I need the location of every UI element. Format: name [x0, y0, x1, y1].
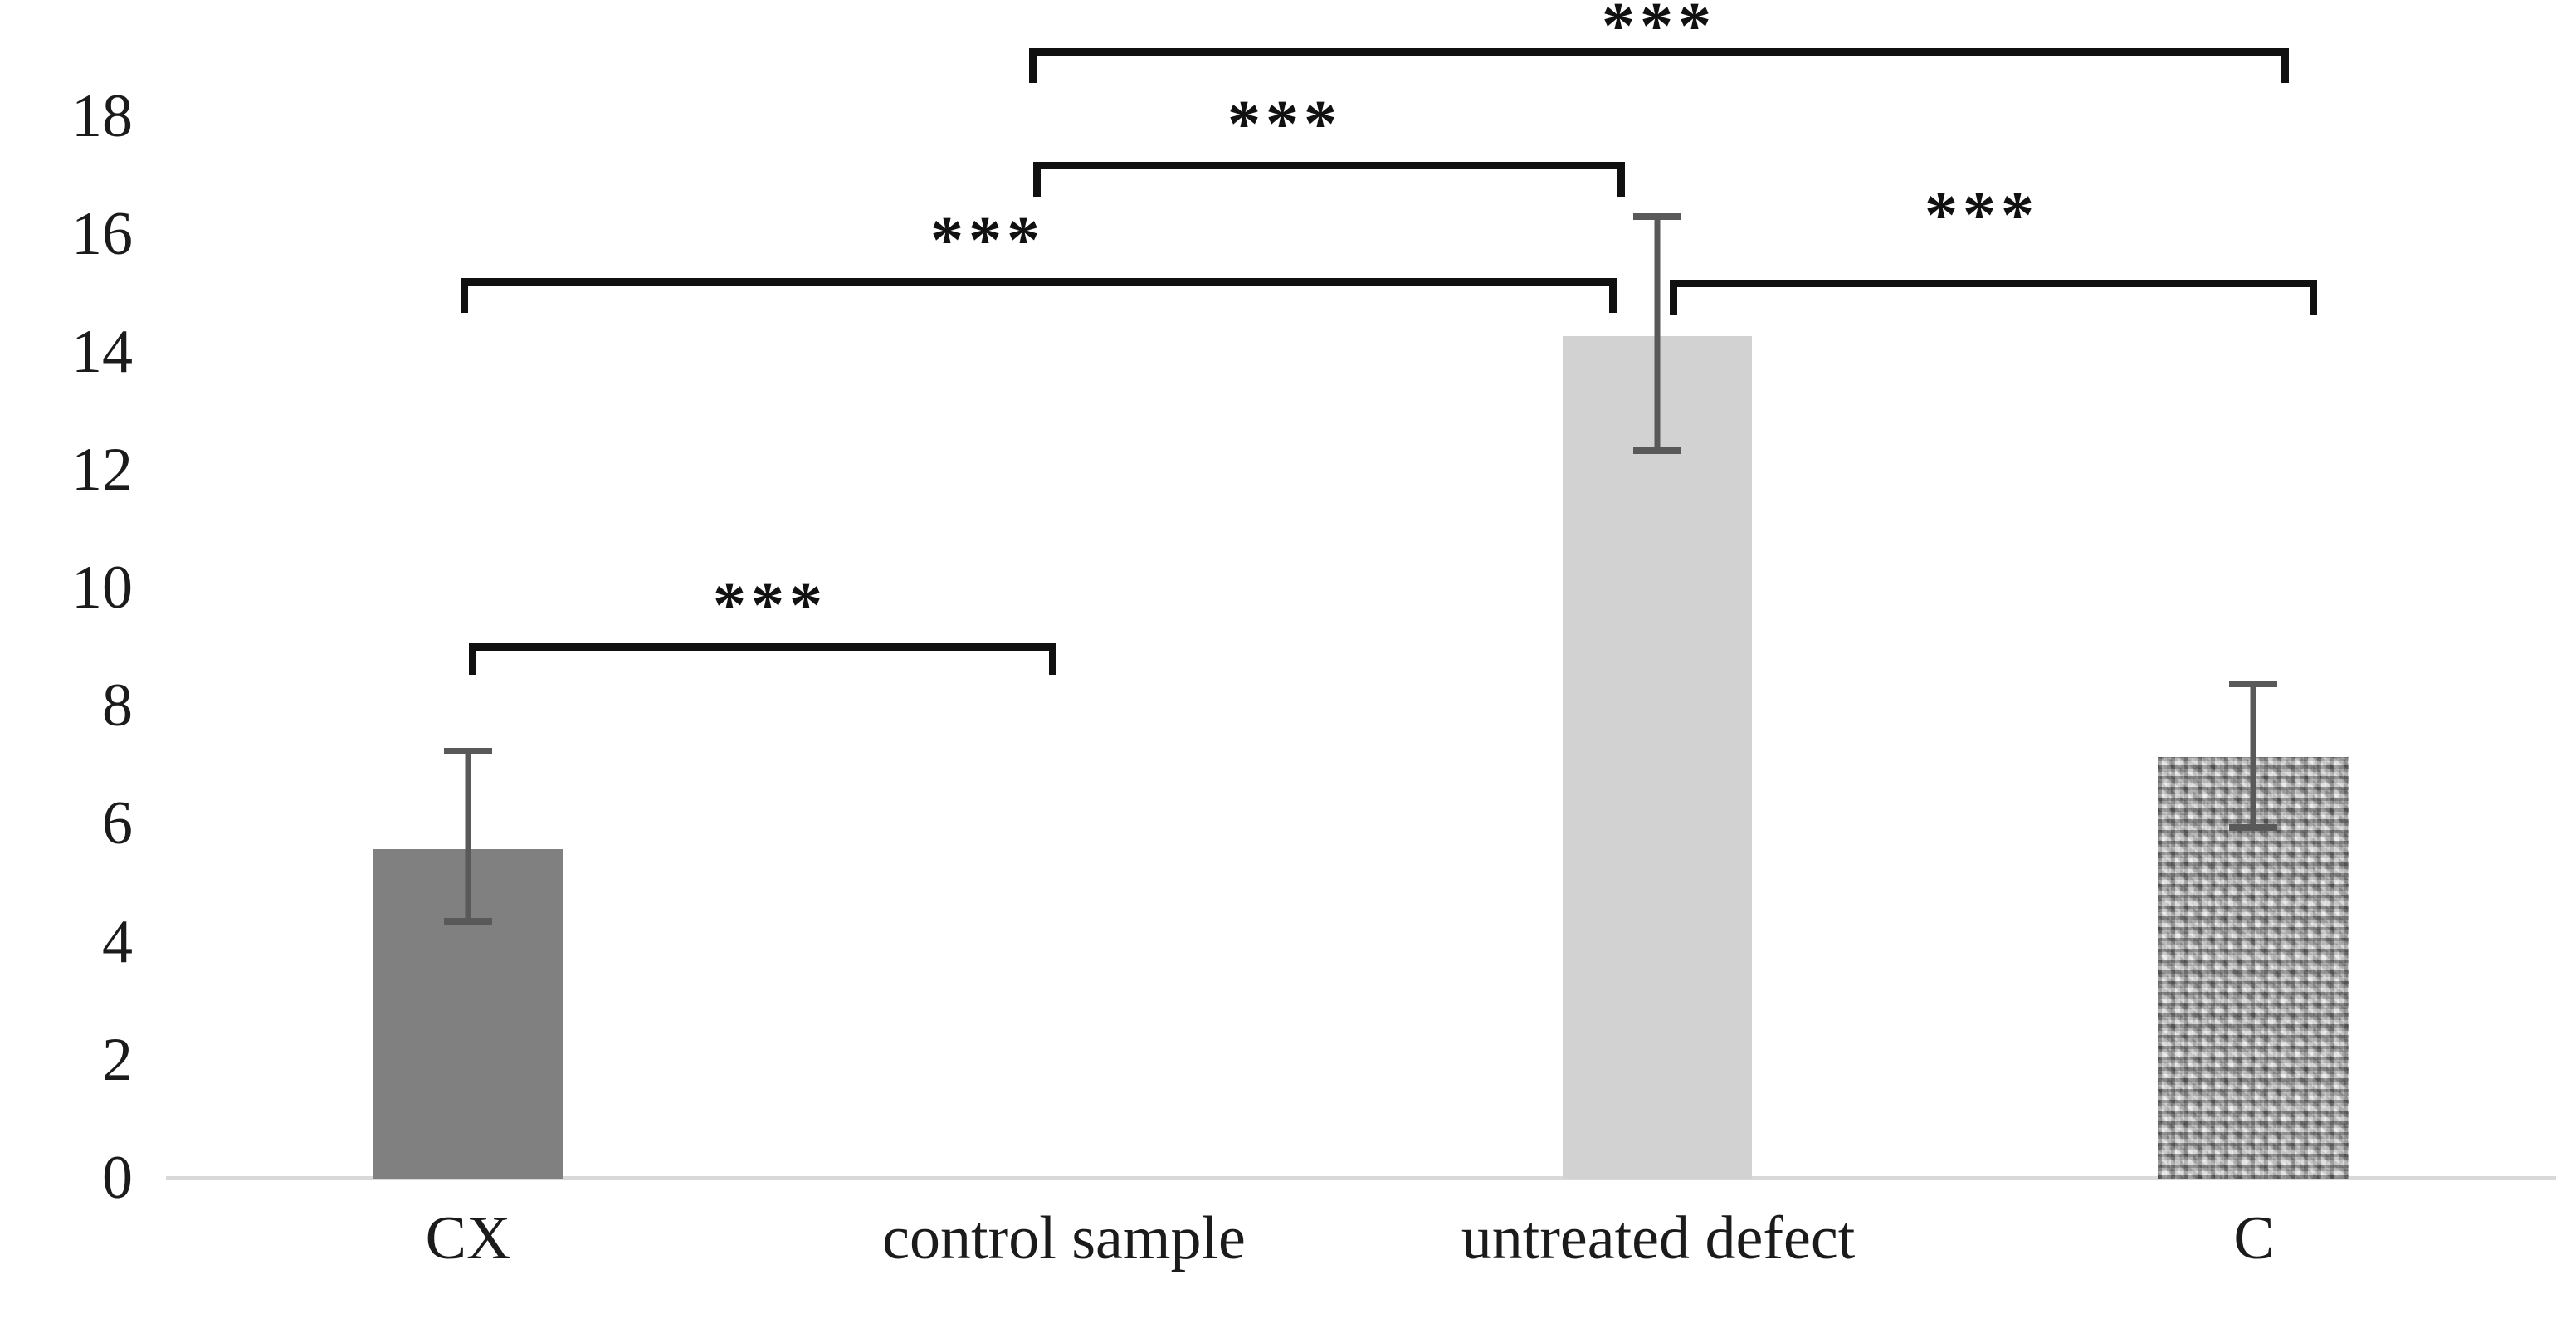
x-tick-label-cx: CX: [425, 1204, 511, 1272]
significance-stars-control-vs-untreated: ***: [1227, 88, 1342, 161]
bracket-tick-left: [1670, 280, 1677, 315]
bracket-tick-left: [1029, 48, 1037, 83]
bracket-tick-left: [1033, 162, 1041, 197]
bracket-line: [461, 278, 1617, 286]
bracket-tick-right: [1617, 162, 1625, 197]
y-tick-label-4: 4: [102, 908, 133, 976]
significance-bracket-control-vs-untreated: [1033, 162, 1625, 197]
y-tick-label-8: 8: [102, 671, 133, 740]
error-bar-cap-bottom: [2229, 824, 2277, 831]
y-tick-label-12: 12: [71, 436, 133, 504]
x-tick-label-untreated-defect: untreated defect: [1461, 1204, 1856, 1272]
bracket-tick-right: [1049, 643, 1056, 675]
y-tick-label-6: 6: [102, 789, 133, 857]
bracket-line: [1670, 280, 2317, 287]
error-bar-cap-top: [444, 748, 492, 754]
significance-stars-untreated-vs-c: ***: [1925, 179, 2039, 252]
bracket-tick-left: [461, 278, 468, 313]
x-tick-label-control-sample: control sample: [882, 1204, 1246, 1272]
x-tick-label-c: C: [2233, 1204, 2275, 1272]
bracket-line: [1033, 162, 1625, 169]
bracket-line: [469, 643, 1056, 651]
bracket-tick-right: [1609, 278, 1617, 313]
error-bar-cap-bottom: [1633, 447, 1681, 454]
error-bar-stem: [1654, 213, 1661, 454]
significance-stars-cx-vs-untreated: ***: [930, 204, 1045, 277]
bracket-tick-left: [469, 643, 476, 675]
error-bar-stem: [2250, 681, 2256, 831]
significance-stars-cx-vs-control: ***: [713, 569, 827, 642]
y-tick-label-16: 16: [71, 200, 133, 268]
y-tick-label-10: 10: [71, 554, 133, 622]
bracket-tick-right: [2310, 280, 2317, 315]
significance-stars-control-vs-c: ***: [1602, 0, 1716, 63]
plot-area: [166, 0, 2576, 1179]
error-bar-cap-top: [1633, 213, 1681, 220]
significance-bracket-control-vs-c: [1029, 48, 2289, 83]
error-bar-cap-top: [2229, 681, 2277, 687]
error-bar-untreated-defect: [1563, 213, 1752, 454]
bracket-line: [1029, 48, 2289, 56]
significance-bracket-untreated-vs-c: [1670, 280, 2317, 315]
y-tick-label-14: 14: [71, 318, 133, 386]
error-bar-cap-bottom: [444, 918, 492, 925]
error-bar-stem: [465, 748, 471, 925]
y-tick-label-0: 0: [102, 1144, 133, 1212]
y-tick-label-18: 18: [71, 82, 133, 150]
y-tick-label-2: 2: [102, 1026, 133, 1094]
error-bar-cx: [373, 748, 563, 925]
x-axis-baseline: [166, 1176, 2556, 1180]
bracket-tick-right: [2281, 48, 2289, 83]
significance-bracket-cx-vs-untreated: [461, 278, 1617, 313]
significance-bracket-cx-vs-control: [469, 643, 1056, 675]
error-bar-c: [2158, 681, 2349, 831]
bar-untreated-defect[interactable]: [1563, 336, 1752, 1179]
